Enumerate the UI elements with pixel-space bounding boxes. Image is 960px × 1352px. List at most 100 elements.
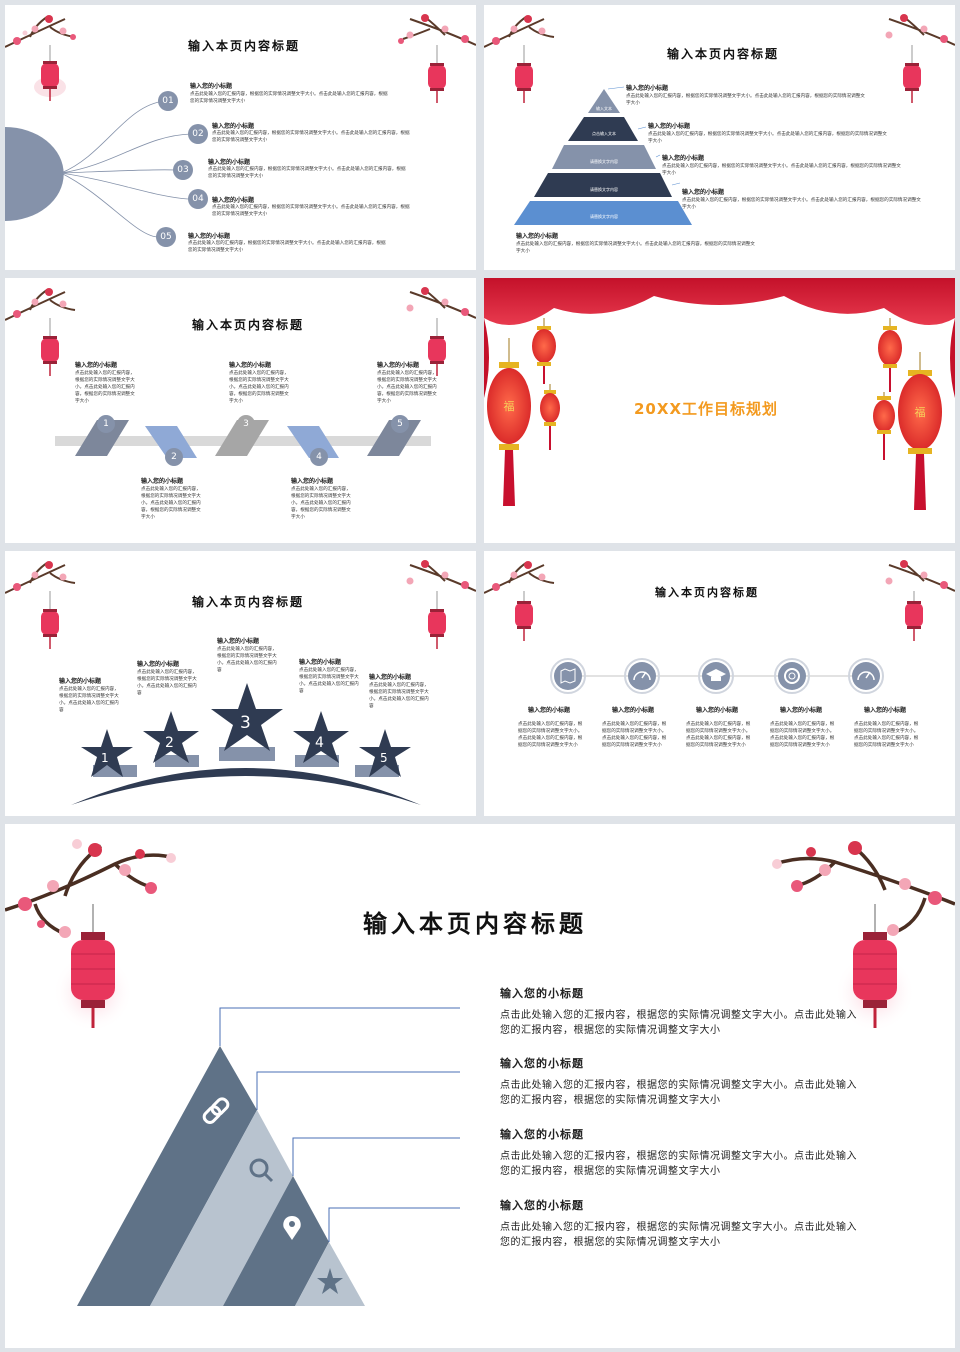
star-icon	[317, 1268, 343, 1294]
slide-title: 输入本页内容标题	[667, 47, 780, 61]
star-number: 4	[315, 735, 324, 751]
number-badge: 3	[237, 415, 255, 433]
item-title: 输入您的小标题	[299, 659, 342, 666]
plum-blossom-branch-left	[484, 561, 555, 594]
item-text: 点击此处输入您的汇报内容，根据您的实际情况调整文字大小。点击此处输入您的汇报内容…	[602, 722, 667, 748]
plum-blossom-branch-right	[406, 287, 476, 319]
number-badge: 01	[158, 91, 178, 111]
lantern-fu-character-left: 福	[503, 400, 515, 413]
link-icon	[202, 1097, 230, 1125]
item-title: 输入您的小标题	[696, 707, 739, 714]
item-text: 点击此处输入您的汇报内容，根据您的实际情况调整文字大小。点击此处输入您的汇报内容…	[500, 1151, 857, 1177]
item-text: 点击此处输入您的汇报内容，根据您的实际情况调整文字大小。点击此处输入您的汇报内容	[137, 670, 197, 696]
slide-3-decoration	[5, 287, 476, 458]
item-title: 输入您的小标题	[75, 362, 118, 369]
slide-6[interactable]: 输入本页内容标题 输入您的小标题 点击此处输入您的汇报内容，根据您的实际情况调整…	[484, 551, 955, 816]
ribbon-shape	[145, 426, 197, 458]
item-text: 点击此处输入您的汇报内容，根据您的实际情况调整文字大小。点击此处输入您的汇报内容	[217, 647, 277, 673]
item-title: 输入您的小标题	[612, 707, 655, 714]
plum-blossom-branch-right	[885, 560, 955, 592]
connector-lines	[60, 100, 193, 238]
item-title: 输入您的小标题	[212, 197, 255, 204]
graduation-cap-icon	[698, 658, 734, 694]
slide-3[interactable]: 输入本页内容标题 1 2 3 4 5 输入您的小标题 点击此处输入您的汇报内容，…	[5, 278, 476, 543]
pyramid-label: 点击输入文本	[592, 131, 616, 136]
lantern-right	[428, 318, 446, 376]
item-text: 点击此处输入您的汇报内容，根据您的实际情况调整文字大小。点击此处输入您的汇报内容…	[686, 722, 751, 748]
arc-base	[71, 768, 421, 805]
item-text: 点击此处输入您的汇报内容，根据您的实际情况调整文字大小。点击此处输入您的汇报内容…	[188, 241, 386, 253]
item-title: 输入您的小标题	[500, 1057, 584, 1070]
item-text: 点击此处输入您的汇报内容，根据您的实际情况调整文字大小。点击此处输入您的汇报内容…	[212, 131, 410, 143]
lantern-right	[428, 45, 446, 103]
pyramid-label: 请替换文字内容	[590, 159, 618, 164]
item-title: 输入您的小标题	[662, 155, 705, 162]
item-text: 点击此处输入您的汇报内容，根据您的实际情况调整文字大小。点击此处输入您的汇报内容…	[212, 205, 410, 217]
item-title: 输入您的小标题	[682, 189, 725, 196]
lifebuoy-icon	[774, 658, 810, 694]
item-title: 输入您的小标题	[190, 83, 233, 90]
item-text: 点击此处输入您的汇报内容，根据您的实际情况调整文字大小。点击此处输入您的汇报内容…	[500, 1010, 857, 1036]
star-number: 3	[240, 713, 251, 733]
item-title: 输入您的小标题	[780, 707, 823, 714]
pyramid-layer-4	[534, 173, 672, 197]
slide-5[interactable]: 输入本页内容标题 1 2 3 4 5 输入您的小标题 点击此处输入您的汇报内容，…	[5, 551, 476, 816]
lantern-left	[41, 318, 59, 376]
lantern-small-right-1	[878, 318, 902, 392]
gauge-icon	[624, 658, 660, 694]
lantern-left	[515, 591, 533, 641]
star-number: 2	[165, 735, 174, 751]
number-badge: 2	[165, 448, 183, 466]
slide-1[interactable]: 输入本页内容标题 01 输入您的小标题 点击此处输入您的汇报内容，根据您的实际情…	[5, 5, 476, 270]
ribbon-shape	[75, 420, 129, 456]
map-icon	[550, 658, 586, 694]
number-badge: 02	[188, 124, 208, 144]
item-text: 点击此处输入您的汇报内容，根据您的实际情况调整文字大小。点击此处输入您的汇报内容…	[770, 722, 835, 748]
item-title: 输入您的小标题	[377, 362, 420, 369]
plum-blossom-branch-right	[398, 14, 476, 46]
lantern-right	[905, 591, 923, 641]
lantern-large-right	[898, 352, 942, 510]
slide-4[interactable]: 福 福 20XX工作目标规划	[484, 278, 955, 543]
item-text: 点击此处输入您的汇报内容，根据您的实际情况调整文字大小。点击此处输入您的汇报内容	[299, 668, 359, 694]
item-text: 点击此处输入您的汇报内容，根据您的实际情况调整文字大小。点击此处输入您的汇报内容…	[291, 487, 351, 520]
lantern-left	[34, 45, 66, 101]
slide-title: 输入本页内容标题	[363, 909, 587, 938]
slide-4-decoration	[484, 278, 955, 510]
lantern-left	[41, 591, 59, 649]
lantern-small-right-2	[873, 392, 895, 460]
slide-6-decoration	[484, 560, 955, 694]
item-title: 输入您的小标题	[212, 123, 255, 130]
star-4	[293, 711, 349, 763]
search-icon	[249, 1158, 274, 1183]
item-text: 点击此处输入您的汇报内容，根据您的实际情况调整文字大小。点击此处输入您的汇报内容…	[854, 722, 919, 748]
gauge-icon	[848, 658, 884, 694]
item-text: 点击此处输入您的汇报内容，根据您的实际情况调整文字大小。点击此处输入您的汇报内容…	[662, 164, 901, 176]
item-title: 输入您的小标题	[528, 707, 571, 714]
lantern-small-left-1	[532, 318, 556, 384]
plum-blossom-branch-right	[772, 841, 955, 936]
item-text: 点击此处输入您的汇报内容，根据您的实际情况调整文字大小。点击此处输入您的汇报内容…	[229, 371, 289, 404]
plum-blossom-branch-left	[5, 15, 76, 48]
item-title: 输入您的小标题	[188, 233, 231, 240]
slide-7[interactable]: 输入本页内容标题 输入您的小标题 点击此处输入您的汇报内容，根据您的实际情况调整…	[5, 824, 955, 1348]
item-title: 输入您的小标题	[500, 987, 584, 1000]
item-text: 点击此处输入您的汇报内容，根据您的实际情况调整文字大小。点击此处输入您的汇报内容…	[141, 487, 201, 520]
pyramid-layer-3	[552, 145, 656, 169]
item-text: 点击此处输入您的汇报内容，根据您的实际情况调整文字大小。点击此处输入您的汇报内容…	[648, 132, 887, 144]
slide-2[interactable]: 输入本页内容标题 输入文本 点击输入文本 请替换文字内容 请替换文字内容 请替换…	[484, 5, 955, 270]
item-text: 点击此处输入您的汇报内容，根据您的实际情况调整文字大小。点击此处输入您的汇报内容…	[190, 92, 388, 104]
slide-title: 输入本页内容标题	[192, 595, 305, 609]
lantern-fu-character-right: 福	[914, 406, 926, 419]
slide-title: 输入本页内容标题	[192, 318, 305, 332]
item-text: 点击此处输入您的汇报内容，根据您的实际情况调整文字大小。点击此处输入您的汇报内容	[369, 683, 429, 709]
item-title: 输入您的小标题	[141, 478, 184, 485]
item-title: 输入您的小标题	[864, 707, 907, 714]
lantern-large-left	[487, 338, 531, 506]
red-curtain	[484, 278, 955, 326]
ribbon-shape	[215, 420, 269, 456]
plum-blossom-branch-right	[885, 14, 955, 46]
item-title: 输入您的小标题	[500, 1128, 584, 1141]
plum-blossom-branch-left	[484, 15, 555, 48]
item-title: 输入您的小标题	[500, 1199, 584, 1212]
